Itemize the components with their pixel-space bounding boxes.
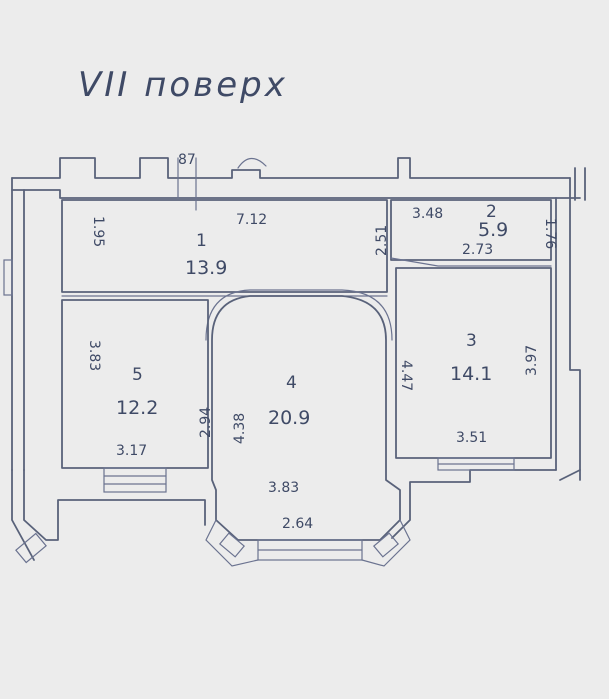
outer-walls (3, 157, 586, 561)
room-3-number: 3 (466, 331, 477, 351)
room-2: 2 5.9 3.48 2.73 1.76 (390, 199, 558, 267)
room-1: 1 13.9 7.12 1.95 2.51 (61, 199, 390, 297)
room-5-height: 3.83 (86, 340, 102, 371)
room-5: 5 12.2 3.83 2.94 3.17 (15, 299, 214, 564)
room-5-area: 12.2 (116, 397, 158, 419)
room-1-area: 13.9 (185, 257, 227, 279)
room-1-height: 1.95 (90, 216, 106, 247)
room-1-width: 7.12 (236, 212, 267, 228)
room-1-depth: 2.51 (374, 225, 390, 256)
room-5-number: 5 (132, 365, 143, 385)
top-opening: 87 (177, 152, 267, 211)
room-4: 4 20.9 4.38 3.83 2.64 (205, 289, 411, 567)
room-1-number: 1 (196, 231, 207, 251)
room-5-width: 3.17 (116, 443, 147, 459)
room-2-area: 5.9 (478, 219, 508, 241)
room-4-height: 4.38 (232, 413, 248, 444)
room-4-width: 3.83 (268, 480, 299, 496)
room-2-depth: 2.73 (462, 242, 493, 258)
room-4-window: 2.64 (282, 516, 313, 532)
top-dimension: 87 (178, 152, 196, 168)
room-4-number: 4 (286, 373, 297, 393)
floor-title: VII поверх (78, 65, 288, 105)
room-3-left: 4.47 (398, 360, 414, 391)
room-2-width: 3.48 (412, 206, 443, 222)
room-2-height: 1.76 (542, 218, 558, 249)
room-3-bottom: 3.51 (456, 430, 487, 446)
room-4-area: 20.9 (268, 407, 310, 429)
room-3-right: 3.97 (524, 345, 540, 376)
room-5-inner: 2.94 (198, 407, 214, 438)
room-2-number: 2 (486, 202, 497, 222)
room-3: 3 14.1 4.47 3.97 3.51 (395, 267, 552, 471)
room-3-area: 14.1 (450, 363, 492, 385)
